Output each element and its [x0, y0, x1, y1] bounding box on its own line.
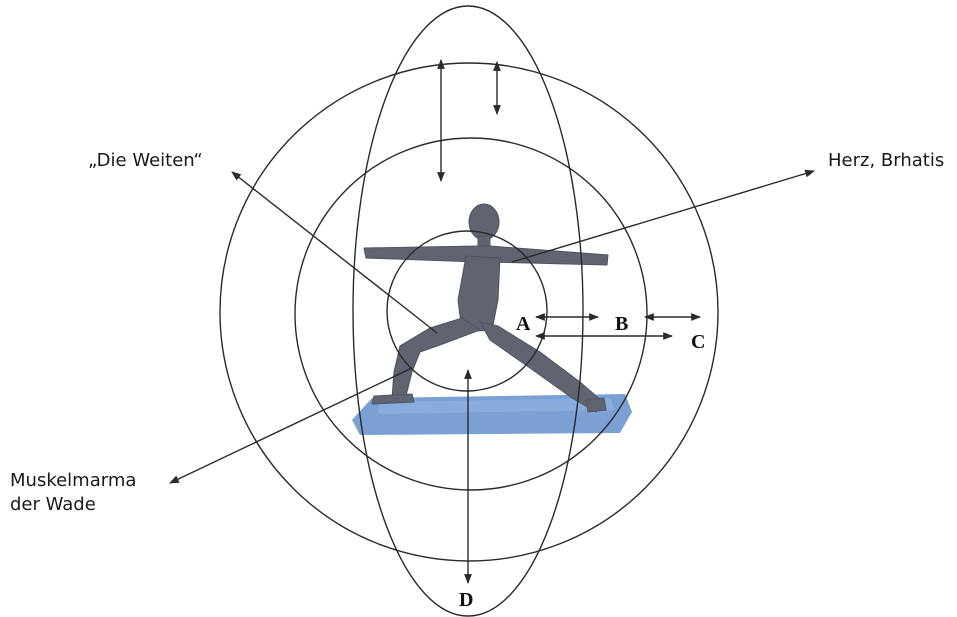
letter-a: A — [516, 313, 531, 335]
label-muskelmarma: Muskelmarma der Wade — [10, 469, 136, 517]
label-muskelmarma-line1: Muskelmarma — [10, 469, 136, 493]
letter-c: C — [691, 331, 705, 353]
yoga-figure — [364, 204, 608, 412]
letter-b: B — [615, 313, 628, 335]
label-weiten: „Die Weiten“ — [88, 149, 203, 173]
label-herz: Herz, Brhatis — [828, 149, 944, 173]
herz-pointer — [512, 171, 814, 262]
letter-d: D — [459, 589, 473, 611]
label-muskelmarma-line2: der Wade — [10, 493, 136, 517]
